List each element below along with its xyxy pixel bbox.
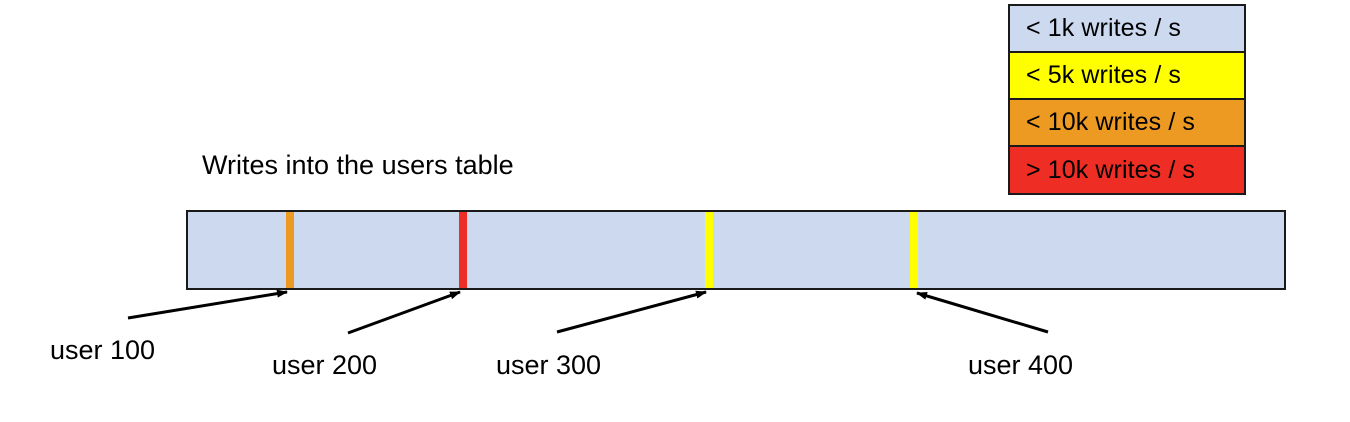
annotation-label-user-300: user 300	[496, 350, 602, 380]
legend-row-over-10k: > 10k writes / s	[1010, 147, 1244, 193]
chart-title: Writes into the users table	[202, 150, 514, 180]
legend: < 1k writes / s < 5k writes / s < 10k wr…	[1008, 4, 1246, 195]
legend-row-under-1k: < 1k writes / s	[1010, 6, 1244, 53]
legend-row-under-10k: < 10k writes / s	[1010, 100, 1244, 147]
legend-label-over-10k: > 10k writes / s	[1026, 155, 1196, 184]
arrow-user-200	[347, 290, 461, 335]
annotation-label-user-200: user 200	[272, 350, 378, 380]
annotation-label-user-100: user 100	[50, 335, 156, 365]
users-table-range-bar	[186, 210, 1286, 290]
marker-stripe-user-100	[286, 212, 294, 288]
arrow-user-300	[556, 290, 707, 334]
arrow-user-100	[127, 289, 288, 320]
legend-row-under-5k: < 5k writes / s	[1010, 53, 1244, 100]
marker-stripe-user-300	[705, 212, 713, 288]
annotation-label-user-400: user 400	[968, 350, 1074, 380]
marker-stripe-user-400	[910, 212, 918, 288]
legend-label-under-1k: < 1k writes / s	[1026, 14, 1182, 42]
legend-label-under-5k: < 5k writes / s	[1026, 61, 1182, 89]
legend-label-under-10k: < 10k writes / s	[1026, 108, 1196, 136]
arrow-user-400	[916, 291, 1049, 334]
marker-stripe-user-200	[459, 212, 467, 288]
